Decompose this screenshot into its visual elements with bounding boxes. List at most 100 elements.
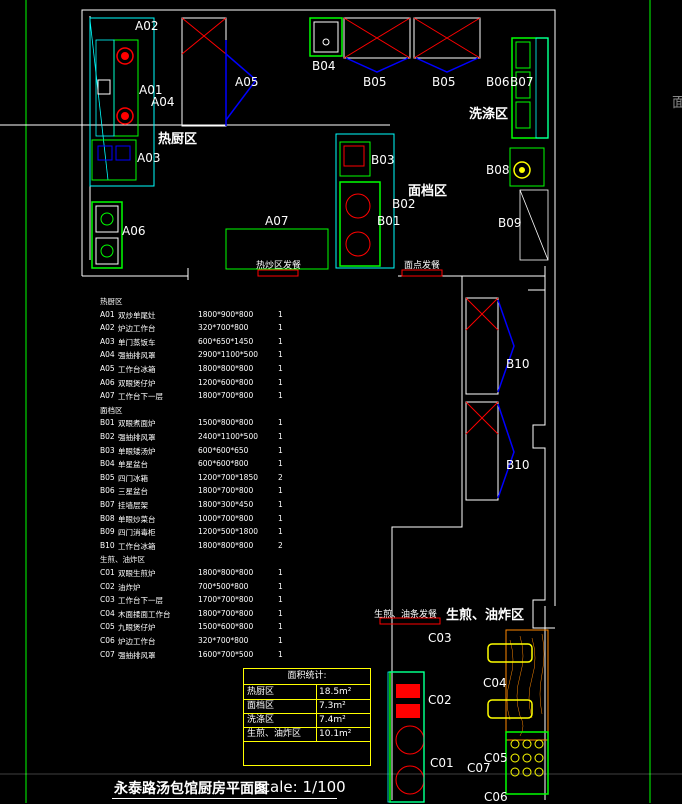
label-b10-top: B10 (506, 357, 530, 371)
legend-name: 工作台下一层 (118, 596, 163, 606)
legend-size: 1700*700*800 (198, 595, 254, 605)
legend-code: A02 (100, 323, 115, 333)
label-a02: A02 (135, 19, 159, 33)
legend-group-heading: 生煎、油炸区 (100, 555, 145, 565)
label-b10-bottom: B10 (506, 458, 530, 472)
legend-size: 1800*800*800 (198, 540, 254, 550)
legend-name: 单星盆台 (118, 460, 148, 470)
drawing-title: 永泰路汤包馆厨房平面图 (114, 781, 268, 797)
legend-size: 1800*800*800 (198, 364, 254, 373)
legend-qty: 1 (278, 513, 283, 523)
label-c06: C06 (484, 790, 508, 804)
label-a07: A07 (265, 214, 289, 228)
label-c07: C07 (467, 761, 491, 775)
legend-size: 1500*800*800 (198, 418, 254, 428)
label-b02: B02 (392, 197, 416, 211)
legend-name: 单眼炒菜台 (118, 514, 156, 524)
area-row-value: 18.5m² (319, 687, 352, 697)
legend-qty: 1 (278, 364, 283, 373)
legend-name: 强抽排风罩 (118, 433, 156, 442)
legend-size: 2900*1100*500 (198, 350, 258, 360)
area-row-name: 洗涤区 (247, 715, 275, 725)
legend-code: B07 (100, 500, 115, 509)
label-b09: B09 (498, 216, 522, 230)
legend-name: 炉边工作台 (118, 324, 156, 334)
legend-code: A05 (100, 364, 115, 373)
legend-qty: 1 (278, 323, 283, 333)
area-row-value: 10.1m² (319, 729, 352, 739)
zone-washing: 洗涤区 (469, 107, 509, 122)
legend-code: C05 (100, 622, 115, 632)
legend-name: 九眼煲仔炉 (118, 623, 156, 633)
door-noodle-service: 面点发餐 (404, 261, 441, 271)
legend-qty: 1 (278, 636, 283, 645)
legend-name: 四门消毒柜 (118, 528, 156, 538)
legend-size: 1500*600*800 (198, 622, 254, 632)
label-c02: C02 (428, 693, 452, 707)
legend-name: 油炸炉 (118, 582, 141, 592)
legend-code: C01 (100, 568, 115, 577)
legend-qty: 1 (278, 622, 283, 632)
legend-qty: 1 (278, 568, 283, 577)
legend-size: 700*500*800 (198, 581, 249, 591)
label-c04: C04 (483, 676, 507, 690)
legend-qty: 1 (278, 391, 283, 401)
legend-name: 挂墙层架 (118, 501, 148, 510)
legend-name: 木面揉面工作台 (118, 609, 171, 619)
legend-qty: 1 (278, 527, 283, 537)
label-a06: A06 (122, 224, 146, 238)
legend-qty: 1 (278, 595, 283, 605)
legend-code: A03 (100, 336, 115, 346)
label-b04: B04 (312, 59, 336, 73)
legend-name: 炉边工作台 (118, 637, 156, 646)
legend-size: 320*700*800 (198, 636, 249, 645)
label-a04: A04 (151, 95, 175, 109)
legend-name: 四门冰箱 (118, 473, 148, 483)
legend-qty: 1 (278, 309, 283, 319)
legend-qty: 1 (278, 432, 283, 441)
legend-code: C03 (100, 595, 115, 605)
legend-qty: 1 (278, 418, 283, 428)
legend-size: 320*700*800 (198, 323, 249, 333)
legend-code: C04 (100, 608, 115, 618)
title-underline (112, 798, 337, 799)
zone-hot-kitchen: 热厨区 (158, 132, 198, 147)
legend-qty: 1 (278, 486, 283, 496)
legend-code: B02 (100, 432, 115, 441)
legend-qty: 1 (278, 608, 283, 618)
legend-size: 2400*1100*500 (198, 432, 258, 441)
legend-qty: 2 (278, 540, 283, 550)
legend-group-heading: 热厨区 (100, 297, 123, 306)
legend-name: 强抽排风罩 (118, 351, 156, 361)
label-b03: B03 (371, 153, 395, 167)
legend-code: A06 (100, 377, 115, 387)
zone-noodle: 面档区 (408, 184, 448, 199)
legend-code: B04 (100, 459, 115, 469)
legend-code: C02 (100, 581, 115, 591)
legend-name: 双眼生煎炉 (118, 569, 156, 578)
legend-size: 1800*300*450 (198, 500, 254, 509)
legend-size: 1800*700*800 (198, 486, 254, 496)
legend-code: B03 (100, 445, 115, 455)
legend-name: 工作台下一层 (118, 392, 163, 402)
label-b01: B01 (377, 214, 401, 228)
legend-size: 1200*600*800 (198, 377, 254, 387)
area-row-value: 7.3m² (319, 701, 346, 711)
legend-name: 双眼煲仔炉 (118, 378, 156, 388)
legend-qty: 1 (278, 581, 283, 591)
legend-code: B06 (100, 486, 115, 496)
legend-size: 600*600*650 (198, 445, 249, 455)
legend-name: 单门蒸饭车 (118, 337, 156, 347)
legend-name: 三星盆台 (118, 487, 148, 497)
label-b06: B06 (486, 75, 510, 89)
label-c03: C03 (428, 631, 452, 645)
legend-size: 1200*700*1850 (198, 472, 258, 482)
legend-size: 600*650*1450 (198, 336, 254, 346)
legend-code: B09 (100, 527, 115, 537)
label-a03: A03 (137, 151, 161, 165)
legend-qty: 1 (278, 649, 283, 659)
